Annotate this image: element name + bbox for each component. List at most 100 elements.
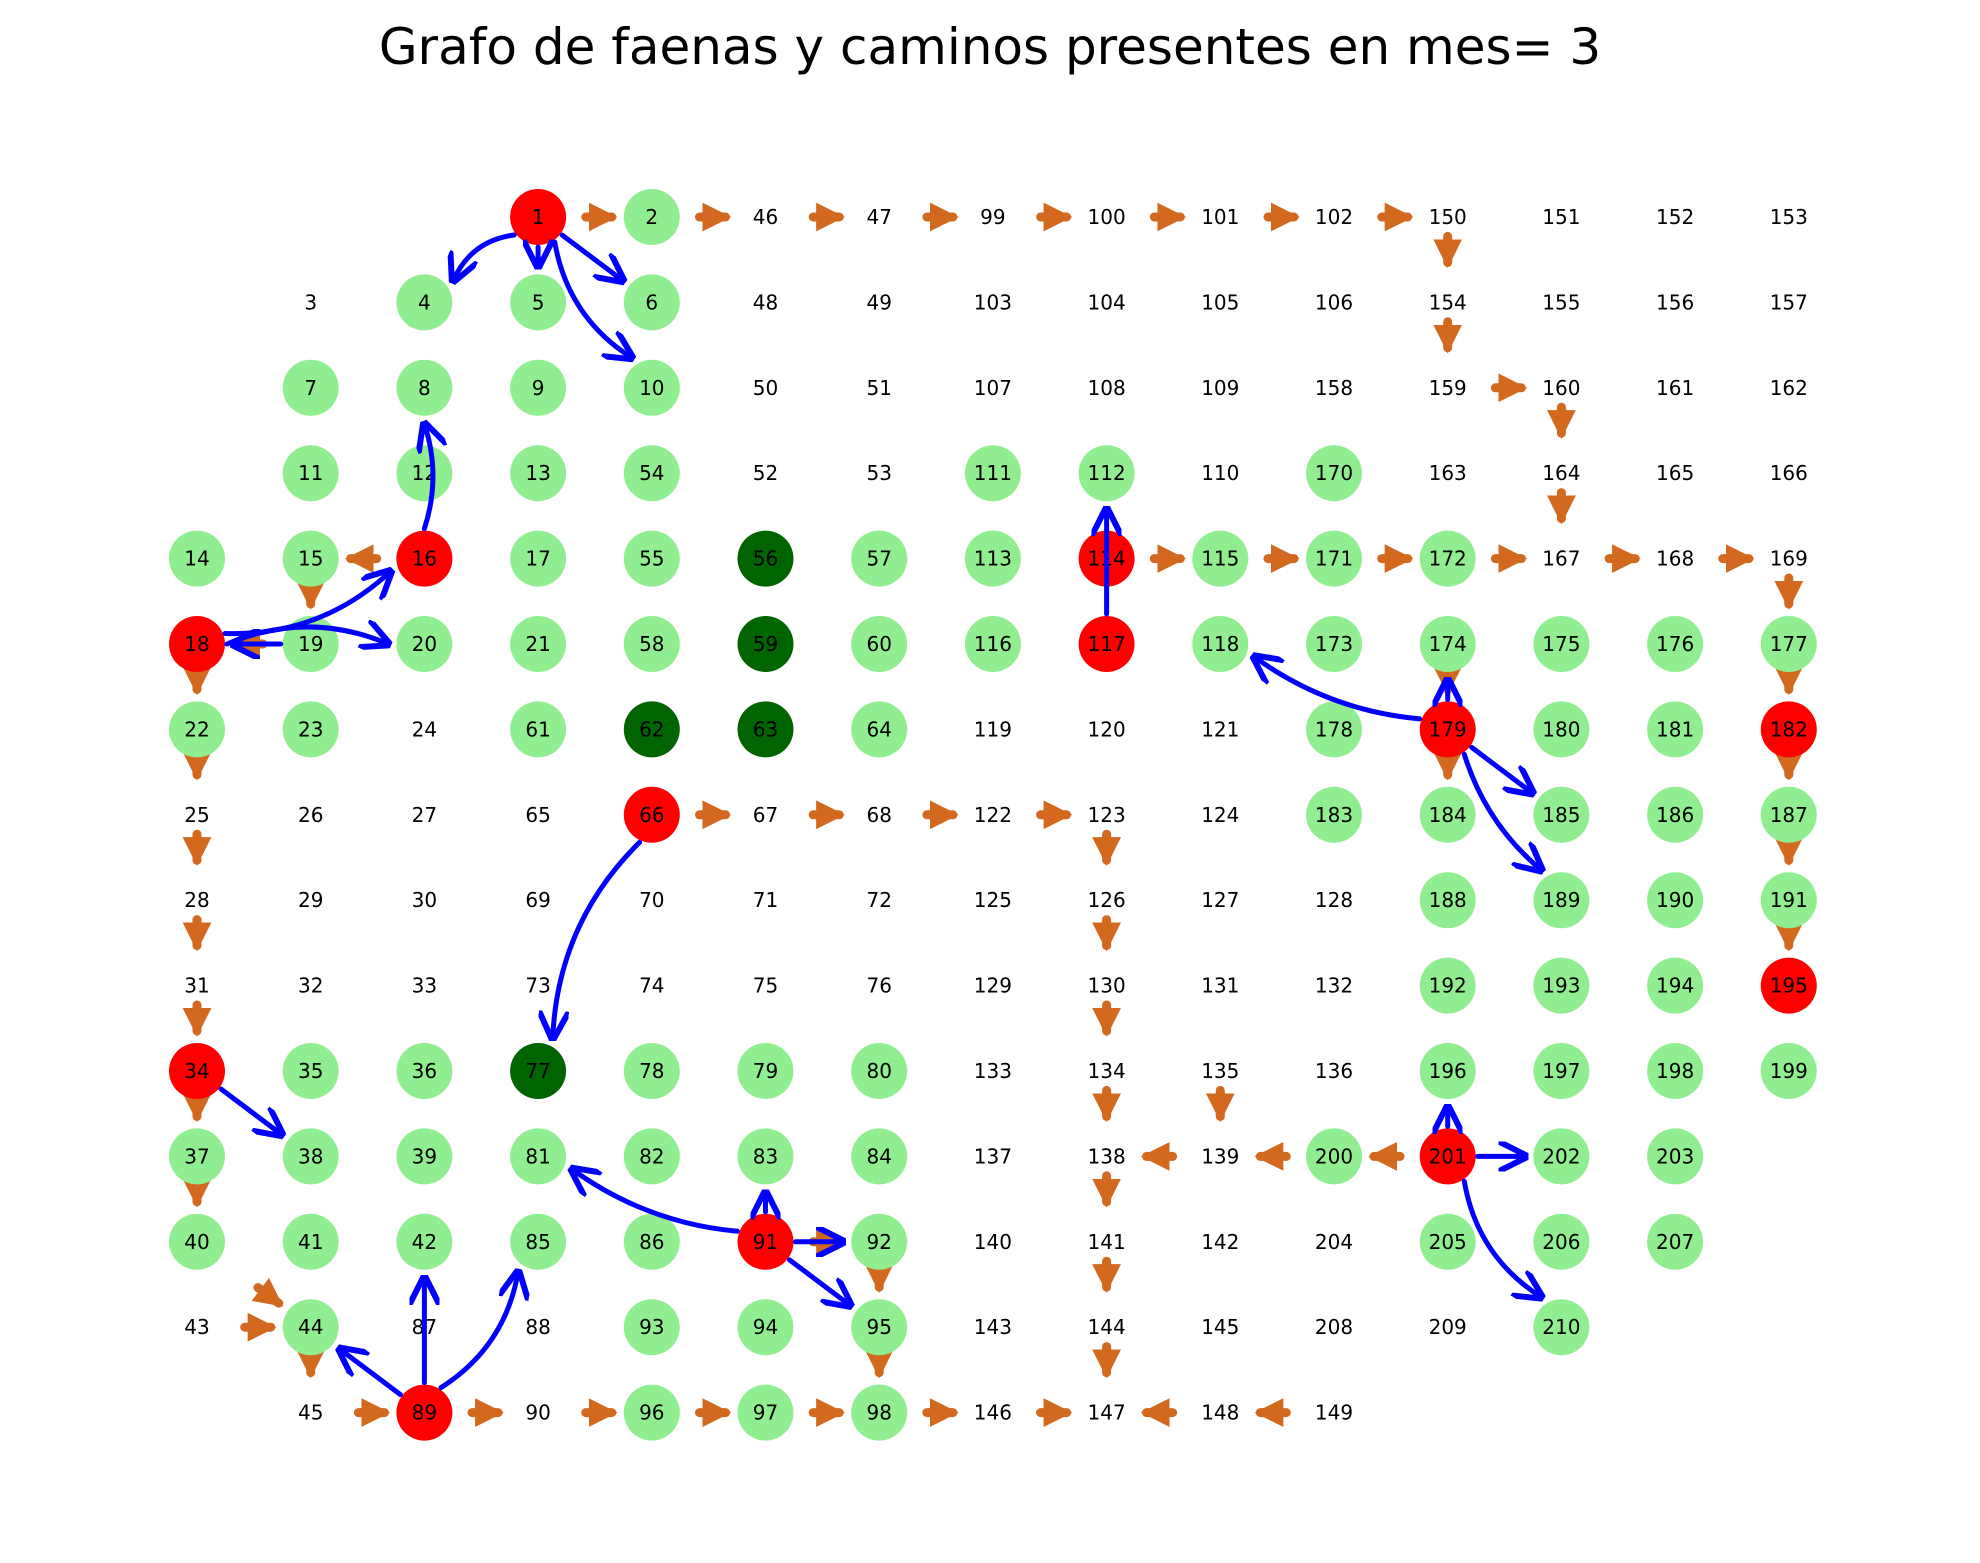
node-label: 186 [1656,803,1694,827]
node-circle-191 [1760,872,1817,929]
node-label: 81 [525,1144,550,1168]
node-124: 124 [1201,803,1239,827]
node-35: 35 [282,1043,339,1099]
node-200: 200 [1306,1128,1362,1185]
node-circle-197 [1533,1043,1590,1099]
node-113: 113 [964,530,1021,587]
node-108: 108 [1088,376,1126,400]
node-label: 58 [639,632,664,656]
node-label: 181 [1656,717,1694,741]
node-10: 10 [623,359,680,416]
node-147: 147 [1088,1401,1126,1425]
node-label: 110 [1201,461,1239,485]
node-circle-177 [1760,616,1817,672]
node-label: 155 [1542,290,1580,314]
node-label: 153 [1770,205,1808,229]
node-label: 124 [1201,803,1239,827]
edge-91-95 [786,1257,850,1306]
node-label: 49 [866,290,891,314]
node-120: 120 [1088,717,1126,741]
node-circle-205 [1419,1213,1476,1270]
node-210: 210 [1533,1299,1590,1356]
node-circle-6 [623,274,680,331]
node-circle-171 [1306,530,1362,587]
node-207: 207 [1647,1213,1704,1270]
node-label: 52 [753,461,778,485]
node-label: 200 [1315,1144,1353,1168]
node-37: 37 [169,1128,225,1185]
node-label: 80 [866,1059,891,1083]
node-circle-111 [964,445,1021,502]
node-circle-189 [1533,872,1590,929]
node-label: 9 [532,376,545,400]
node-label: 100 [1088,205,1126,229]
node-5: 5 [510,274,567,331]
node-circle-83 [737,1128,794,1185]
node-label: 35 [298,1059,323,1083]
node-202: 202 [1533,1128,1590,1185]
node-circle-1 [510,189,567,245]
node-191: 191 [1760,872,1817,929]
node-label: 108 [1088,376,1126,400]
node-label: 162 [1770,376,1808,400]
node-34: 34 [169,1043,225,1099]
node-circle-194 [1647,957,1704,1014]
node-label: 179 [1429,717,1467,741]
roads-layer [182,202,1804,1427]
node-label: 15 [298,547,323,571]
node-80: 80 [851,1043,908,1099]
node-151: 151 [1542,205,1580,229]
node-circle-172 [1419,530,1476,587]
node-label: 165 [1656,461,1694,485]
node-60: 60 [851,616,908,672]
node-70: 70 [639,888,664,912]
node-162: 162 [1770,376,1808,400]
node-label: 180 [1542,717,1580,741]
node-96: 96 [623,1384,680,1441]
node-label: 61 [525,717,550,741]
node-67: 67 [753,803,778,827]
node-33: 33 [412,974,437,998]
node-134: 134 [1088,1059,1126,1083]
node-label: 107 [974,376,1012,400]
node-circle-41 [282,1213,339,1270]
node-label: 159 [1429,376,1467,400]
node-label: 57 [866,547,891,571]
node-circle-56 [737,530,794,587]
node-label: 10 [639,376,664,400]
node-72: 72 [866,888,891,912]
node-131: 131 [1201,974,1239,998]
node-label: 92 [866,1230,891,1254]
node-label: 18 [184,632,209,656]
node-circle-203 [1647,1128,1704,1185]
edge-1-6 [559,232,623,281]
chart-title: Grafo de faenas y caminos presentes en m… [378,18,1602,76]
node-circle-78 [623,1043,680,1099]
node-label: 142 [1201,1230,1239,1254]
node-14: 14 [169,530,225,587]
node-56: 56 [737,530,794,587]
node-204: 204 [1315,1230,1353,1254]
node-178: 178 [1306,701,1362,758]
node-28: 28 [184,888,209,912]
node-label: 67 [753,803,778,827]
node-129: 129 [974,974,1012,998]
node-label: 209 [1429,1315,1467,1339]
node-99: 99 [980,205,1005,229]
node-label: 93 [639,1315,664,1339]
node-circle-62 [623,701,680,758]
node-94: 94 [737,1299,794,1356]
node-165: 165 [1656,461,1694,485]
node-118: 118 [1192,616,1249,672]
node-64: 64 [851,701,908,758]
node-81: 81 [510,1128,567,1185]
node-65: 65 [525,803,550,827]
node-circle-95 [851,1299,908,1356]
node-circle-86 [623,1213,680,1270]
node-69: 69 [525,888,550,912]
node-label: 78 [639,1059,664,1083]
node-label: 146 [974,1401,1012,1425]
node-label: 38 [298,1144,323,1168]
node-label: 19 [298,632,323,656]
node-label: 198 [1656,1059,1694,1083]
